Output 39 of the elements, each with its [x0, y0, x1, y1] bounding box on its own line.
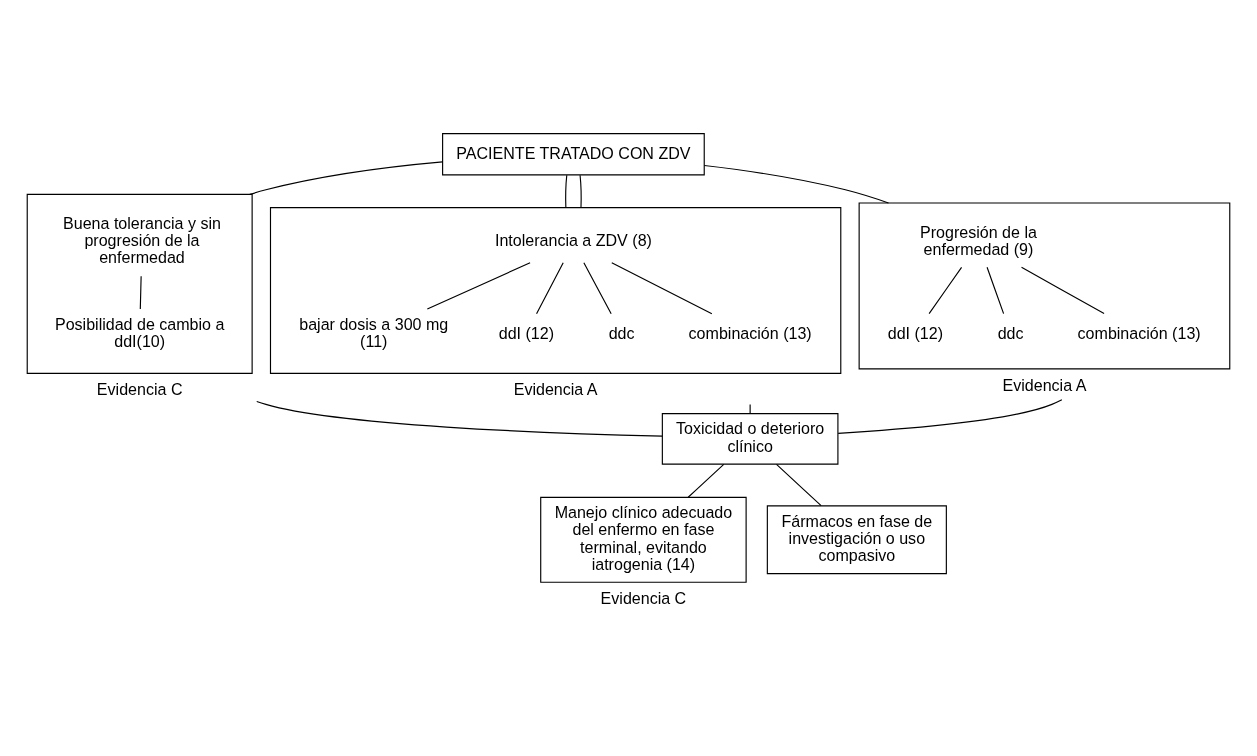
connector — [256, 400, 663, 437]
node-text: combinación (13) — [1077, 323, 1201, 342]
connector — [775, 463, 822, 507]
node-label: Evidencia A — [513, 380, 598, 399]
connector — [837, 399, 1063, 434]
connector — [565, 174, 568, 209]
connector — [1020, 266, 1105, 315]
node-box: Fármacos en fase de investigación o uso compasivo — [766, 505, 947, 575]
node-text: combinación (13) — [688, 323, 812, 342]
node-box: Toxicidad o deterioro clínico — [661, 413, 839, 465]
node-label: Evidencia C — [600, 589, 687, 608]
node-text: Posibilidad de cambio a ddI(10) — [54, 315, 225, 351]
node-box: PACIENTE TRATADO CON ZDV — [442, 133, 705, 176]
node-label: Evidencia C — [96, 380, 183, 399]
cluster — [26, 193, 253, 374]
connector — [928, 266, 963, 315]
node-text: Intolerancia a ZDV (8) — [494, 231, 652, 250]
connector — [426, 262, 531, 310]
connector — [583, 262, 612, 315]
connector — [687, 463, 725, 498]
node-text: ddc — [608, 323, 635, 342]
connector — [749, 403, 751, 414]
connector — [579, 174, 582, 209]
node-text: ddI (12) — [498, 323, 555, 342]
connector — [703, 164, 890, 204]
node-text: bajar dosis a 300 mg (11) — [299, 315, 449, 351]
connector — [611, 262, 713, 315]
node-box: Manejo clínico adecuado del enfermo en fase terminal, evitando iatrogenia (14) — [540, 496, 747, 583]
connector — [249, 161, 444, 195]
cluster — [858, 202, 1231, 370]
connector — [986, 266, 1005, 315]
node-text: Buena tolerancia y sin progresión de la enfermedad — [63, 214, 221, 267]
node-label: Evidencia A — [1002, 375, 1087, 394]
node-text: Progresión de la enfermedad (9) — [920, 222, 1037, 258]
connector — [139, 275, 142, 310]
node-text: ddc — [997, 323, 1024, 342]
cluster — [269, 207, 842, 374]
node-text: ddI (12) — [887, 323, 944, 342]
connector — [536, 262, 564, 315]
